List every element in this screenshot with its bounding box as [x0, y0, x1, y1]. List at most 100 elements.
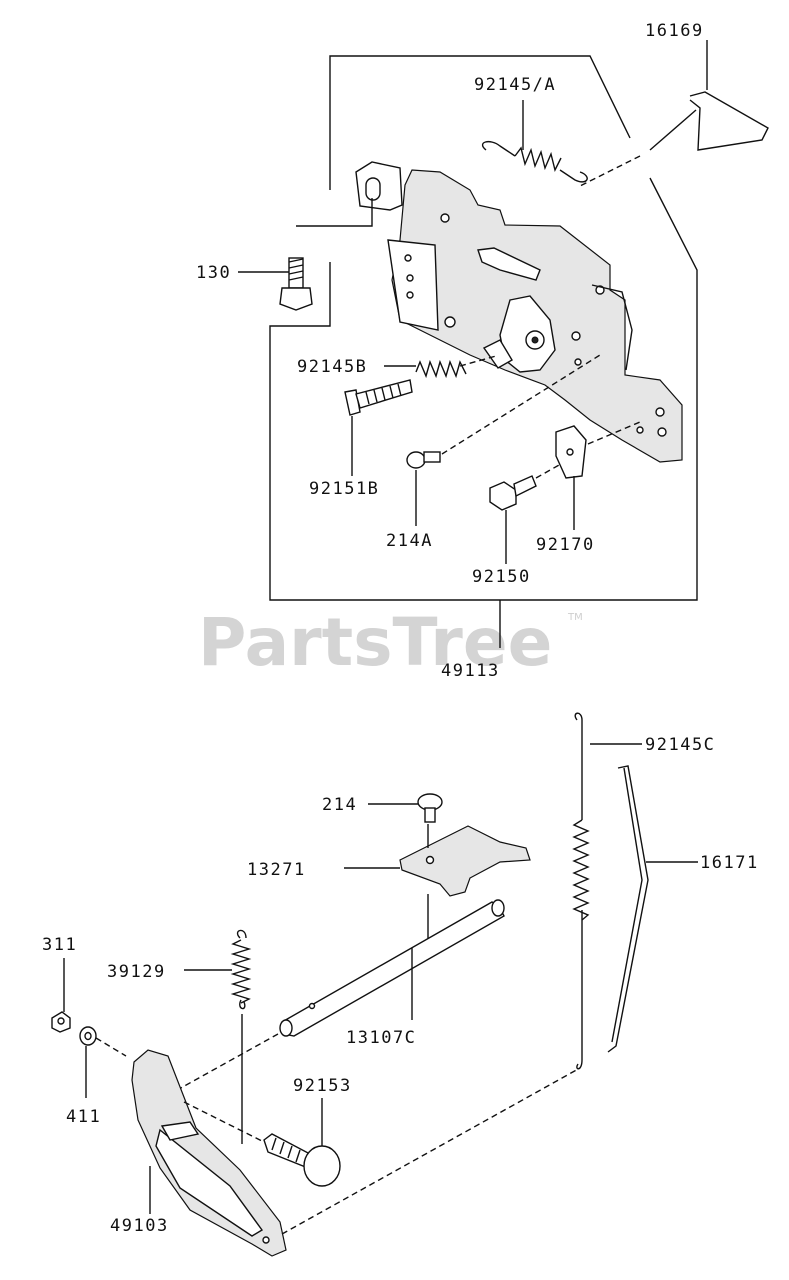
plate-hole	[636, 426, 644, 434]
label-92145B: 92145B	[297, 357, 367, 377]
part-130[interactable]	[238, 198, 373, 311]
plate-hole	[655, 407, 665, 417]
plate-hole	[574, 358, 582, 366]
label-92150: 92150	[472, 567, 531, 587]
flange-hole	[404, 254, 412, 262]
part-214A[interactable]	[406, 451, 441, 526]
dashed-92153	[183, 1101, 265, 1143]
dashed-washer	[95, 1037, 127, 1057]
spring-coil-92145B	[415, 359, 467, 379]
governor-lever[interactable]	[477, 247, 541, 281]
part-214[interactable]	[368, 793, 443, 823]
part-92150[interactable]	[489, 475, 537, 564]
plate-hole	[571, 331, 581, 341]
watermark: PartsTree	[198, 604, 552, 681]
part-92145A[interactable]	[481, 100, 588, 183]
spring-coil-92145A	[514, 146, 562, 173]
shaft-13107C	[281, 901, 505, 1037]
label-92145C: 92145C	[645, 735, 715, 755]
lever-49103-tab	[160, 1121, 200, 1141]
spring-coil-92145C	[572, 819, 590, 921]
screw-214-shank	[424, 807, 436, 823]
dashed-92150	[535, 455, 576, 479]
bolt-92153-thread	[271, 1137, 301, 1163]
label-311: 311	[42, 935, 77, 955]
label-92153: 92153	[293, 1076, 352, 1096]
label-13271: 13271	[247, 860, 306, 880]
part-13107C[interactable]	[279, 899, 505, 1037]
plate-slot	[365, 177, 381, 201]
part-39129[interactable]	[184, 929, 252, 1144]
part-92153[interactable]	[263, 1098, 341, 1187]
label-49103: 49103	[110, 1216, 169, 1236]
plate-13271	[399, 825, 531, 897]
assembly-frame	[269, 55, 698, 601]
leader-130-route	[296, 198, 373, 227]
part-411[interactable]	[79, 1026, 97, 1098]
choke-link-wire	[591, 284, 633, 371]
washer-411-hole	[84, 1031, 92, 1041]
part-16171[interactable]	[607, 765, 698, 1053]
shaft-13107C-end	[279, 1019, 293, 1037]
upper-assembly	[269, 55, 698, 648]
part-92145C[interactable]	[572, 712, 642, 1070]
label-130: 130	[196, 263, 231, 283]
flange-hole	[406, 274, 414, 282]
clamp-hole	[566, 448, 574, 456]
bolt-92153-head	[303, 1145, 341, 1187]
part-49103[interactable]	[131, 1049, 287, 1257]
dashed-214A	[441, 354, 601, 455]
plate-hole	[440, 213, 450, 223]
lever-49103-slot	[155, 1128, 264, 1237]
spring-39129-hook	[236, 929, 247, 939]
spring-92145C-hook-top	[574, 712, 583, 820]
pivot-pin	[531, 336, 539, 344]
spring-coil-39129	[230, 939, 252, 1004]
label-92151B: 92151B	[309, 479, 379, 499]
part-16169[interactable]	[649, 40, 769, 151]
dashed-16169	[579, 155, 641, 187]
label-13107C: 13107C	[346, 1028, 416, 1048]
plate-hole	[657, 427, 667, 437]
screw-214A-head	[406, 451, 426, 469]
part-92170[interactable]	[555, 425, 587, 530]
dashed-92145B	[459, 355, 497, 367]
screw-92151B-thread	[365, 383, 402, 405]
part-92145B[interactable]	[384, 359, 467, 379]
lever-49103-hole	[262, 1236, 270, 1244]
spring-hook	[559, 169, 588, 183]
label-16171: 16171	[700, 853, 759, 873]
label-214: 214	[322, 795, 357, 815]
flange-hole	[406, 291, 414, 299]
label-411: 411	[66, 1107, 101, 1127]
throttle-arm-tab	[482, 339, 513, 369]
dashed-shaft	[169, 1033, 279, 1095]
part-92151B[interactable]	[344, 379, 413, 476]
spring-hook	[481, 140, 516, 157]
label-214A: 214A	[386, 531, 433, 551]
spring-92145C-hook-bottom	[576, 910, 583, 1070]
part-311[interactable]	[51, 958, 71, 1033]
bolt-130-head	[279, 287, 313, 311]
rod-16171	[607, 765, 649, 1053]
bolt-92150-head	[489, 481, 517, 511]
lever-49103	[131, 1049, 287, 1257]
bolt-130-thread	[288, 258, 304, 281]
spring-39129-hook	[239, 999, 246, 1010]
plate-hole	[444, 316, 456, 328]
control-plate-flange	[387, 239, 439, 331]
label-92170: 92170	[536, 535, 595, 555]
rod-16171-edge	[611, 767, 643, 1043]
link-wire-16169	[689, 91, 769, 151]
nut-311-hole	[57, 1017, 65, 1025]
dashed-lever-spring	[281, 1067, 581, 1235]
link-wire-16169-arm	[649, 109, 697, 151]
label-16169: 16169	[645, 21, 704, 41]
screw-214A-shank	[423, 451, 441, 463]
shaft-13107C-end	[491, 899, 505, 917]
label-39129: 39129	[107, 962, 166, 982]
label-49113: 49113	[441, 661, 500, 681]
part-13271[interactable]	[344, 825, 531, 897]
bolt-92150-shank	[513, 475, 537, 498]
